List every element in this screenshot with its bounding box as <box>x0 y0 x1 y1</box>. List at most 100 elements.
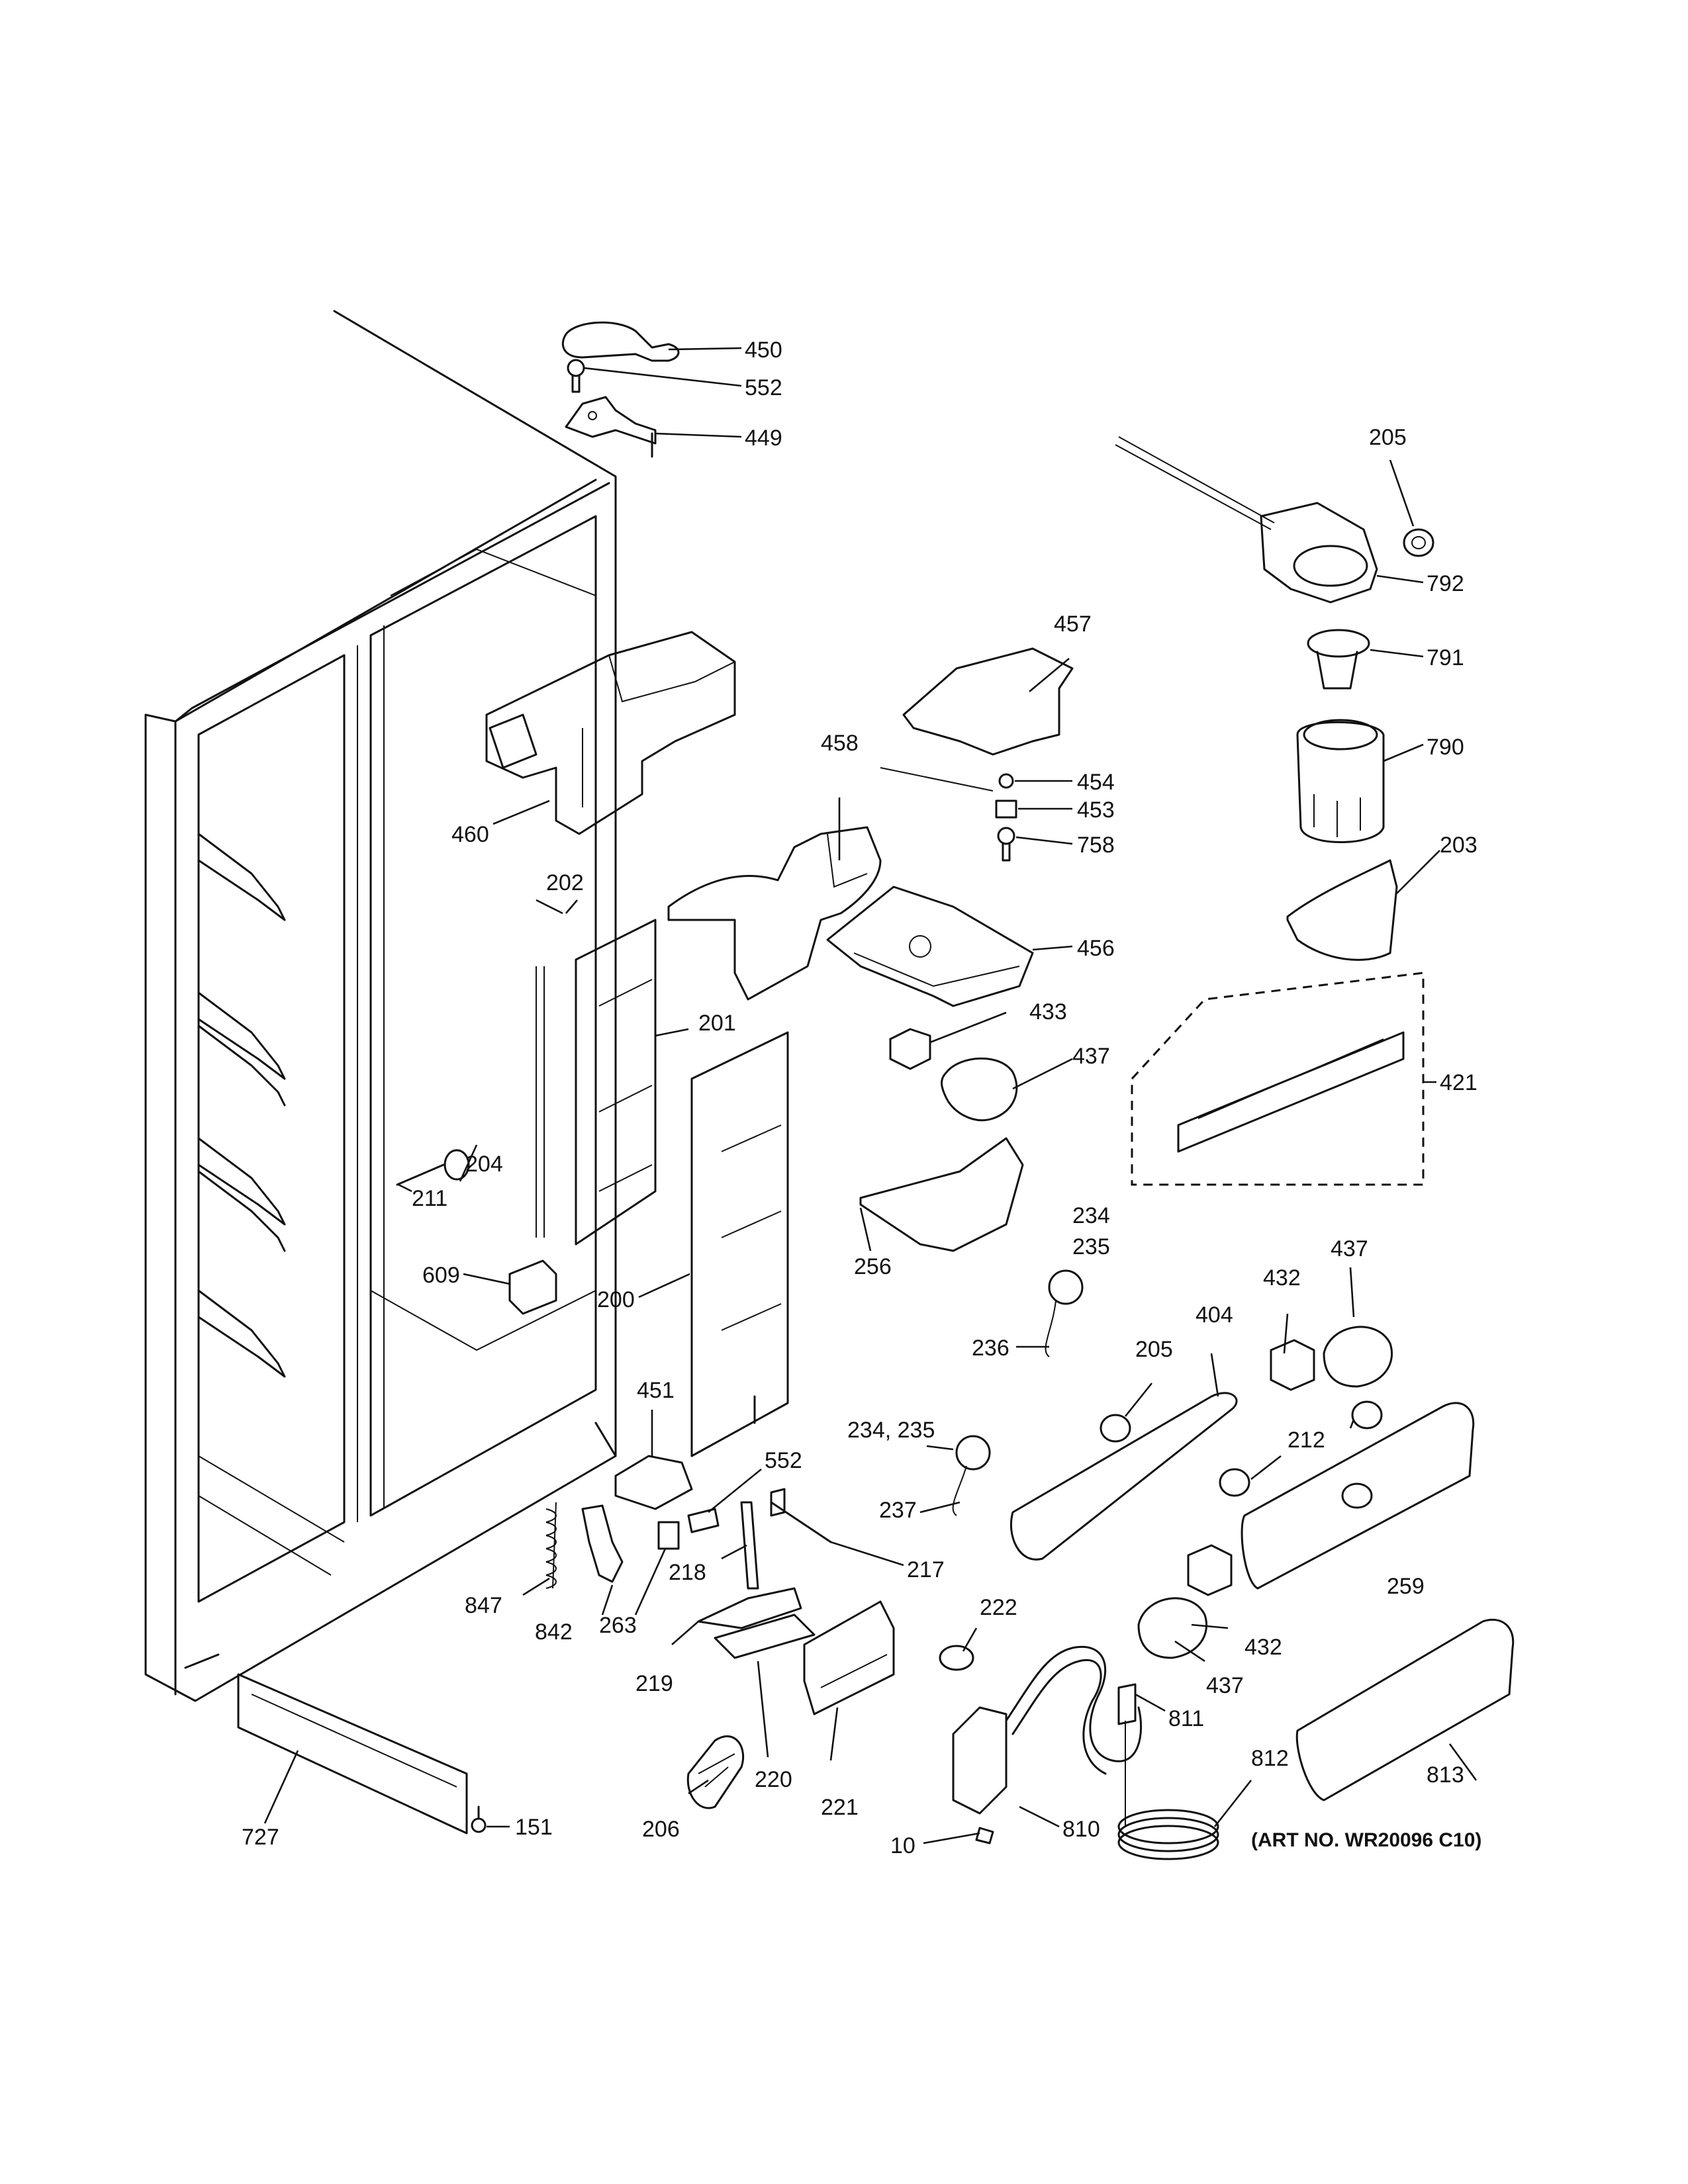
water-tube-assembly-810 <box>952 1646 1143 1815</box>
callout-222: 222 <box>980 1595 1017 1620</box>
wire-and-nut-454-453-758 <box>880 767 1017 862</box>
callout-552: 552 <box>765 1448 802 1473</box>
hinge-screw-552-top <box>567 359 585 393</box>
light-socket-433 <box>889 1028 931 1070</box>
leader-lines <box>263 347 1477 1844</box>
gasket-strip-202 <box>536 966 545 1238</box>
light-bulb-437-bottom <box>1137 1597 1208 1659</box>
light-socket-432-top <box>1270 1339 1315 1391</box>
callout-432: 432 <box>1244 1635 1282 1660</box>
callout-842: 842 <box>535 1619 573 1645</box>
tube-811 <box>1117 1683 1137 1725</box>
lever-219 <box>697 1587 802 1629</box>
filter-bypass-791 <box>1307 629 1370 690</box>
callout-220: 220 <box>755 1767 792 1792</box>
arm-842 <box>581 1504 624 1583</box>
callout-847: 847 <box>465 1593 502 1618</box>
housing-221 <box>803 1600 895 1715</box>
callout-791: 791 <box>1427 645 1464 670</box>
callout-labels: 450 552 449 205 792 791 790 203 457 458 … <box>242 338 1477 1858</box>
control-assembly-421 <box>1131 972 1425 1186</box>
callout-203: 203 <box>1440 833 1477 858</box>
pan-256 <box>859 1137 1024 1252</box>
button-206 <box>686 1735 745 1809</box>
light-bulb-437-middle <box>1323 1326 1393 1388</box>
callout-458: 458 <box>821 731 859 756</box>
callout-205: 205 <box>1135 1337 1173 1362</box>
callout-217: 217 <box>907 1557 945 1582</box>
callout-202: 202 <box>546 870 584 895</box>
callout-454: 454 <box>1077 770 1115 795</box>
art-number: (ART NO. WR20096 C10) <box>1251 1829 1481 1851</box>
callout-421: 421 <box>1440 1070 1477 1095</box>
top-hinge-449 <box>565 396 657 458</box>
light-socket-432-bottom <box>1187 1544 1233 1596</box>
dispenser-cover-404 <box>1009 1392 1238 1561</box>
screw-151 <box>471 1805 487 1833</box>
callout-237: 237 <box>879 1498 917 1523</box>
callout-206: 206 <box>642 1817 680 1842</box>
callout-263: 263 <box>599 1613 637 1638</box>
screw-10 <box>975 1827 994 1844</box>
spring-236 <box>1045 1269 1084 1357</box>
spring-847 <box>545 1502 557 1589</box>
callout-236: 236 <box>972 1336 1009 1361</box>
callout-200: 200 <box>597 1287 635 1312</box>
callout-259: 259 <box>1387 1574 1425 1599</box>
air-duct-458 <box>667 826 882 1001</box>
callout-437: 437 <box>1331 1236 1368 1261</box>
actuator-218 <box>740 1501 759 1590</box>
callout-552: 552 <box>745 375 782 400</box>
callout-219: 219 <box>635 1671 673 1696</box>
coil-812 <box>1117 1721 1219 1860</box>
light-bulb-437-top <box>941 1057 1018 1122</box>
grommet-212 <box>1219 1400 1383 1497</box>
top-hinge-cover-450 <box>561 321 680 362</box>
callout-201: 201 <box>698 1011 736 1036</box>
cover-457 <box>902 647 1074 756</box>
callout-256: 256 <box>854 1254 892 1279</box>
screw-552-lower <box>687 1508 720 1533</box>
spring-237 <box>952 1435 991 1516</box>
callout-609: 609 <box>422 1263 460 1288</box>
thermistor-609 <box>508 1259 557 1315</box>
washer-205-top <box>1403 528 1434 557</box>
slide-220 <box>714 1614 816 1659</box>
callout-812: 812 <box>1251 1746 1289 1771</box>
callout-234-235: 234, 235 <box>847 1418 935 1443</box>
water-filter-790 <box>1296 719 1385 843</box>
screw-211 <box>396 1163 445 1186</box>
callout-218: 218 <box>669 1560 706 1585</box>
dispenser-trim-813 <box>1295 1618 1515 1801</box>
dispenser-cover-259 <box>1241 1402 1475 1590</box>
callout-811: 811 <box>1168 1706 1204 1731</box>
callout-437: 437 <box>1206 1673 1244 1698</box>
callout-451: 451 <box>637 1378 675 1403</box>
callout-221: 221 <box>821 1795 859 1820</box>
callout-790: 790 <box>1427 735 1464 760</box>
callout-205: 205 <box>1369 425 1407 450</box>
callout-235: 235 <box>1072 1234 1110 1259</box>
callout-404: 404 <box>1196 1302 1233 1328</box>
kick-plate-727 <box>237 1673 468 1835</box>
callout-234: 234 <box>1072 1203 1110 1228</box>
spacer-204 <box>444 1149 470 1181</box>
callout-460: 460 <box>451 822 489 847</box>
callout-432: 432 <box>1263 1265 1301 1291</box>
washer-205-middle <box>1100 1414 1131 1443</box>
duct-liner-201 <box>575 919 657 1246</box>
air-duct-460 <box>485 631 736 835</box>
filter-head-792 <box>1115 436 1378 604</box>
bracket-451 <box>614 1455 693 1510</box>
callout-10: 10 <box>890 1833 915 1858</box>
shaft-217 <box>770 1488 832 1543</box>
callout-449: 449 <box>745 426 782 451</box>
callout-204: 204 <box>465 1152 503 1177</box>
refrigerator-cabinet <box>144 310 617 1702</box>
callout-433: 433 <box>1029 999 1067 1024</box>
callout-813: 813 <box>1427 1762 1464 1788</box>
callout-151: 151 <box>515 1815 553 1840</box>
filter-cover-203 <box>1286 859 1398 961</box>
callout-437: 437 <box>1072 1044 1110 1069</box>
